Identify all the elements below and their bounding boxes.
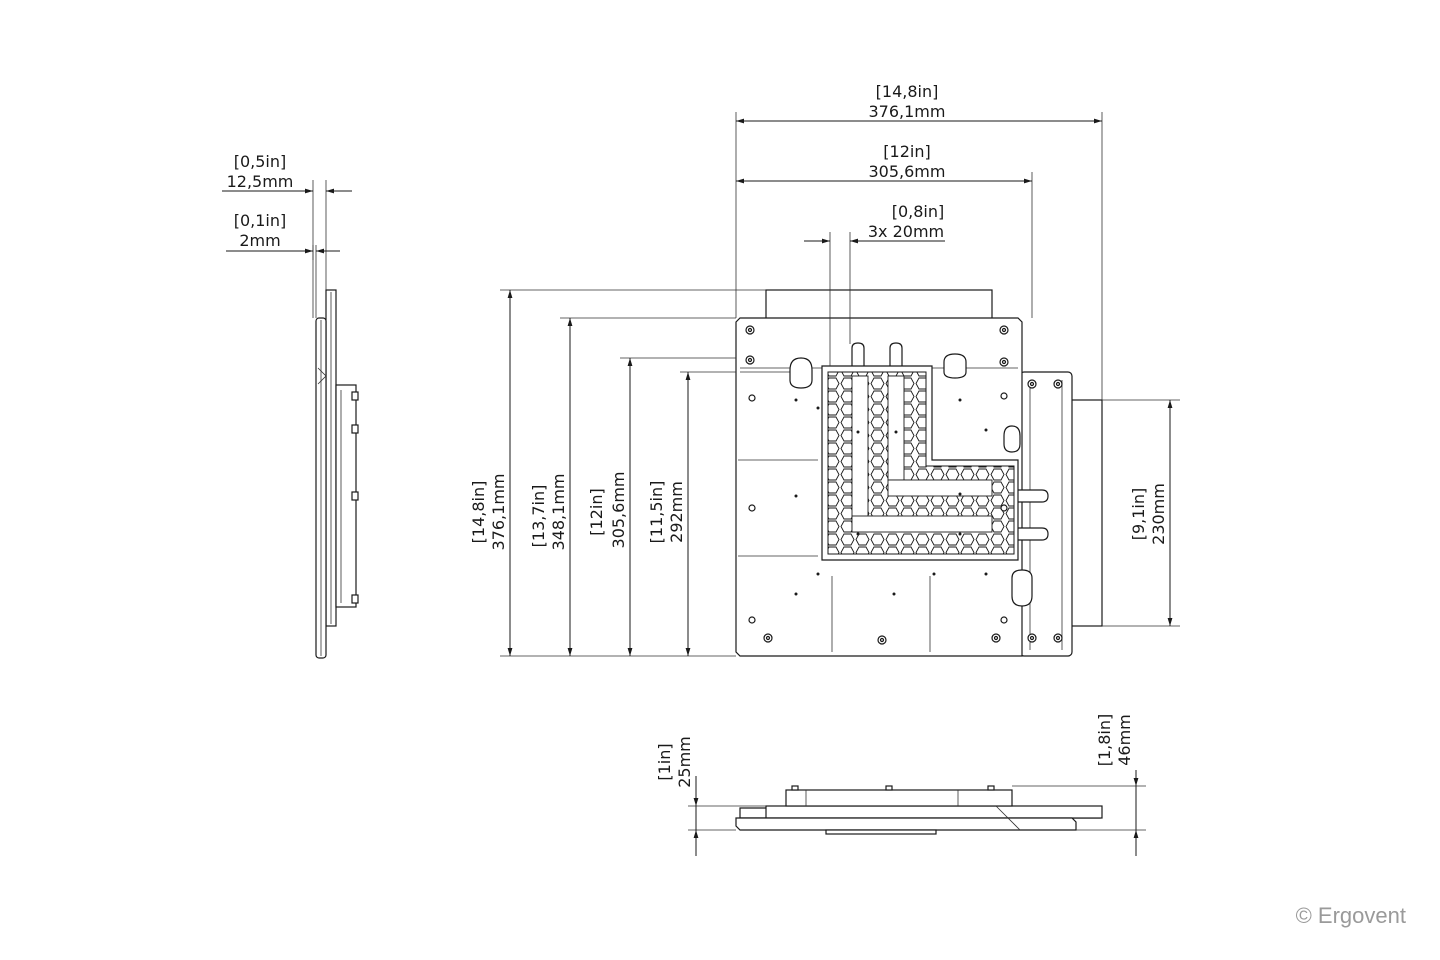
bottom-left-dimension: [1in] 25mm bbox=[655, 736, 699, 856]
bottom-view bbox=[688, 785, 1146, 835]
side-plate-dimension: [0,1in] 2mm bbox=[226, 211, 340, 254]
left-body-dimension: [13,7in] 348,1mm bbox=[529, 318, 573, 656]
top-slot-imperial: [0,8in] bbox=[892, 202, 945, 221]
left-total-dimension: [14,8in] 376,1mm bbox=[469, 290, 513, 656]
left-total-metric: 376,1mm bbox=[489, 474, 508, 551]
left-holes-imperial: [12in] bbox=[587, 488, 606, 535]
top-slot-dimension: [0,8in] 3x 20mm bbox=[804, 202, 945, 244]
side-total-imperial: [0,5in] bbox=[234, 152, 287, 171]
side-plate-metric: 2mm bbox=[239, 231, 280, 250]
left-inner-metric: 292mm bbox=[667, 481, 686, 543]
side-view bbox=[312, 180, 359, 659]
top-slot-metric: 3x 20mm bbox=[868, 222, 944, 241]
left-holes-metric: 305,6mm bbox=[609, 472, 628, 549]
side-total-dimension: [0,5in] 12,5mm bbox=[222, 152, 352, 194]
front-view bbox=[500, 112, 1180, 657]
bottom-right-metric: 46mm bbox=[1115, 714, 1134, 766]
top-total-dimension: [14,8in] 376,1mm bbox=[736, 82, 1102, 124]
left-inner-dimension: [11,5in] 292mm bbox=[647, 372, 691, 656]
top-holes-dimension: [12in] 305,6mm bbox=[736, 142, 1032, 184]
right-module-metric: 230mm bbox=[1149, 483, 1168, 545]
top-holes-imperial: [12in] bbox=[883, 142, 930, 161]
left-total-imperial: [14,8in] bbox=[469, 481, 488, 544]
right-module-imperial: [9,1in] bbox=[1129, 488, 1148, 541]
left-body-metric: 348,1mm bbox=[549, 474, 568, 551]
top-total-metric: 376,1mm bbox=[869, 102, 946, 121]
side-total-metric: 12,5mm bbox=[227, 172, 294, 191]
left-holes-dimension: [12in] 305,6mm bbox=[587, 358, 633, 656]
left-inner-imperial: [11,5in] bbox=[647, 481, 666, 544]
right-module-dimension: [9,1in] 230mm bbox=[1129, 400, 1173, 626]
top-total-imperial: [14,8in] bbox=[876, 82, 939, 101]
left-body-imperial: [13,7in] bbox=[529, 485, 548, 548]
top-holes-metric: 305,6mm bbox=[869, 162, 946, 181]
bottom-right-imperial: [1,8in] bbox=[1095, 714, 1114, 767]
screw-holes bbox=[745, 325, 1063, 645]
copyright-text: © Ergovent bbox=[1296, 903, 1406, 928]
bottom-left-metric: 25mm bbox=[675, 736, 694, 788]
bottom-right-dimension: [1,8in] 46mm bbox=[1076, 714, 1146, 856]
side-plate-imperial: [0,1in] bbox=[234, 211, 287, 230]
bottom-left-imperial: [1in] bbox=[655, 743, 674, 780]
